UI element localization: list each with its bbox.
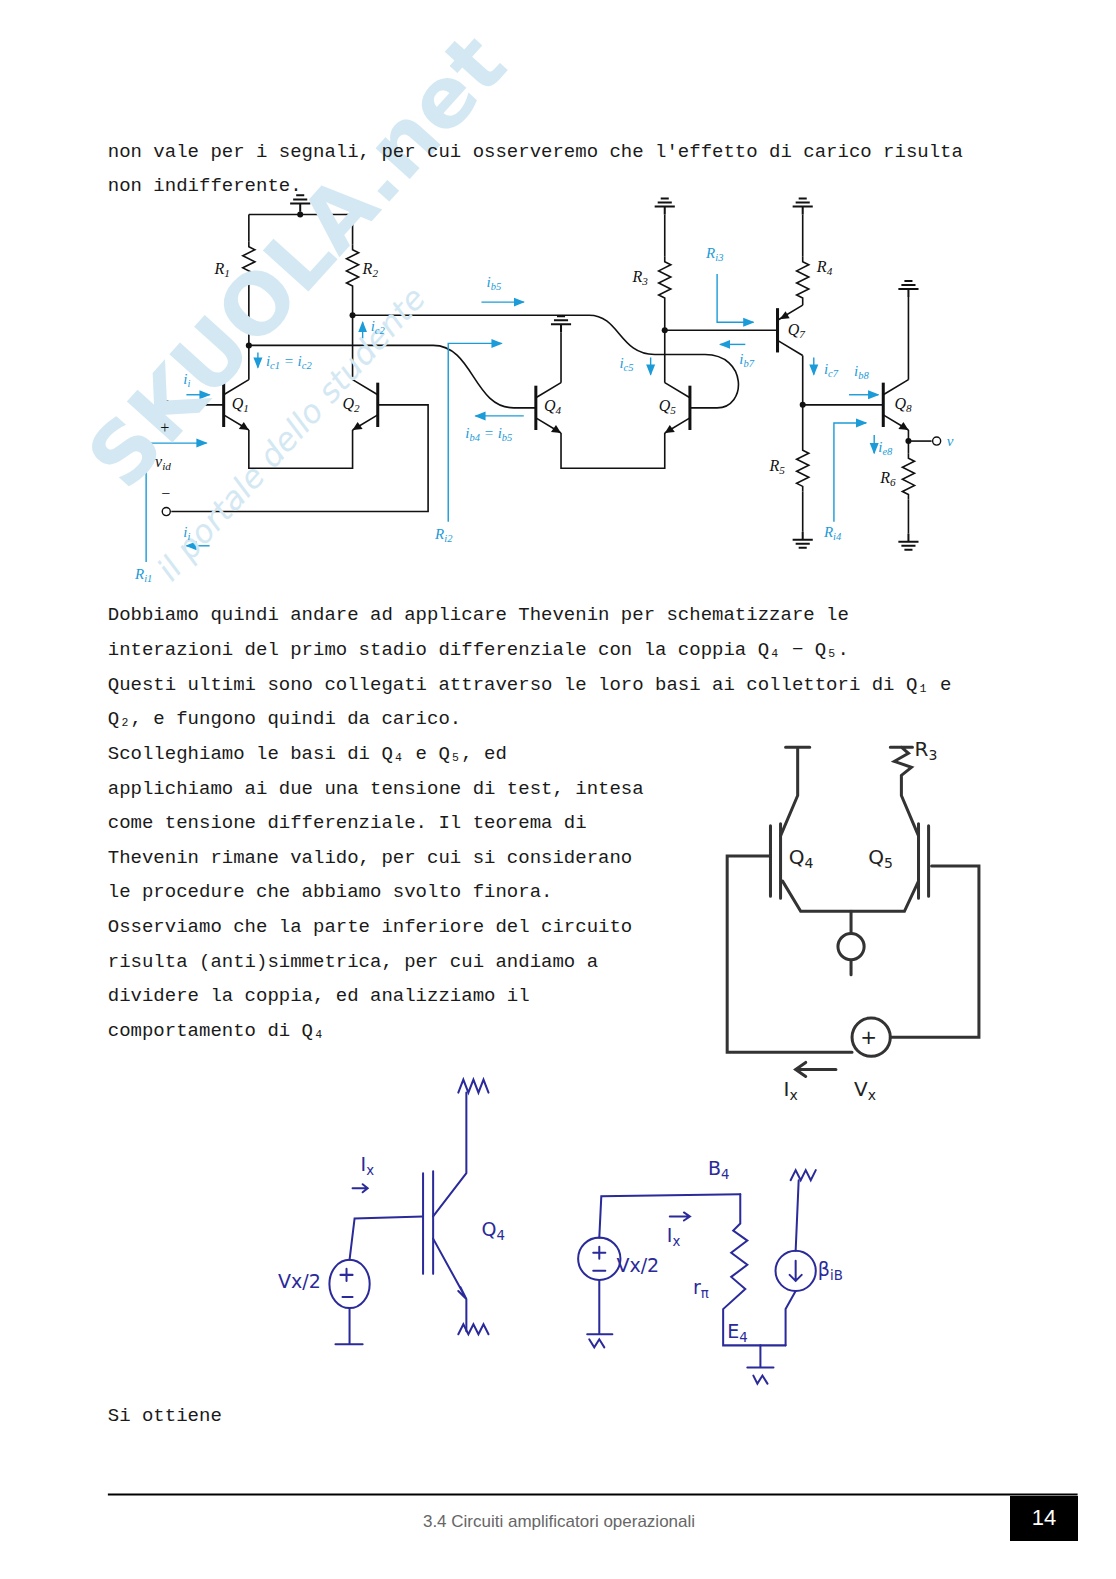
body-text: comportamento di Q₄ — [108, 1021, 325, 1042]
page-number-box: 14 — [1010, 1496, 1077, 1541]
signal-label: ii — [183, 524, 190, 543]
body-text: non vale per i segnali, per cui osserver… — [108, 142, 963, 163]
body-text: risulta (anti)simmetrica, per cui andiam… — [108, 952, 598, 973]
handwritten-label: Vx — [854, 1078, 876, 1104]
handwritten-label: rπ — [693, 1277, 709, 1302]
signal-label: ib7 — [739, 351, 754, 370]
signal-label: ib8 — [854, 363, 869, 382]
body-text: interazioni del primo stadio differenzia… — [108, 640, 849, 661]
body-text: dividere la coppia, ed analizziamo il — [108, 986, 530, 1007]
body-text: Thevenin rimane valido, per cui si consi… — [108, 848, 633, 869]
body-text: le procedure che abbiamo svolto finora. — [108, 882, 553, 903]
signal-label: ib4 = ib5 — [465, 425, 512, 444]
handwritten-label: Q4 — [481, 1219, 504, 1244]
body-text: Si ottiene — [108, 1406, 222, 1427]
handwritten-label: Ix — [784, 1078, 798, 1104]
component-label: Q5 — [659, 397, 676, 417]
component-label: − — [160, 485, 171, 503]
page-number: 14 — [1032, 1505, 1056, 1531]
signal-label: Ri2 — [435, 526, 452, 545]
component-label: R5 — [770, 457, 785, 477]
body-text: Questi ultimi sono collegati attraverso … — [108, 675, 952, 696]
handwritten-label: Q5 — [868, 846, 893, 872]
component-label: R3 — [633, 268, 648, 288]
body-text: come tensione differenziale. Il teorema … — [108, 813, 587, 834]
handwritten-label: Vx/2 — [616, 1255, 659, 1276]
handwritten-label: Q4 — [789, 846, 814, 872]
component-label: + — [159, 419, 170, 437]
component-label: Q7 — [788, 321, 805, 341]
body-text: Dobbiamo quindi andare ad applicare Thev… — [108, 605, 849, 626]
signal-label: ib5 — [486, 274, 501, 293]
component-label: Q8 — [894, 395, 911, 415]
component-label: Q4 — [544, 397, 561, 417]
component-label: Q1 — [232, 395, 249, 415]
signal-label: ii — [183, 371, 190, 390]
body-text: non indifferente. — [108, 176, 302, 197]
handwritten-label: E4 — [727, 1321, 747, 1346]
handwritten-label: Ix — [667, 1225, 680, 1250]
handwritten-label: R3 — [915, 738, 938, 764]
signal-label: ie8 — [878, 439, 892, 458]
footer-text: 3.4 Circuiti amplificatori operazionali — [423, 1513, 695, 1532]
component-label: Q2 — [342, 395, 359, 415]
handwritten-label: B4 — [708, 1158, 730, 1183]
body-text: applichiamo ai due una tensione di test,… — [108, 779, 644, 800]
signal-label: ic5 — [619, 355, 633, 374]
component-label: R2 — [363, 260, 378, 280]
signal-label: Ri1 — [135, 566, 152, 585]
signal-label: Ri3 — [706, 245, 723, 264]
handwritten-label: Ix — [361, 1154, 374, 1179]
component-label: R1 — [215, 260, 230, 280]
component-label: R6 — [880, 469, 895, 489]
handwritten-label: + — [860, 1026, 877, 1048]
body-text: Scolleghiamo le basi di Q₄ e Q₅, ed — [108, 744, 507, 765]
component-label: R4 — [817, 258, 832, 278]
component-label: vid — [155, 453, 171, 473]
signal-label: ic2 — [371, 318, 385, 337]
signal-label: v — [947, 433, 954, 450]
body-text: Q₂, e fungono quindi da carico. — [108, 709, 461, 730]
signal-label: Ri4 — [824, 524, 841, 543]
handwritten-label: Vx/2 — [278, 1271, 321, 1292]
handwritten-label: βiB — [818, 1259, 843, 1284]
signal-label: ic1 = ic2 — [266, 353, 312, 372]
body-text: Osserviamo che la parte inferiore del ci… — [108, 917, 633, 938]
signal-label: ic7 — [824, 361, 838, 380]
